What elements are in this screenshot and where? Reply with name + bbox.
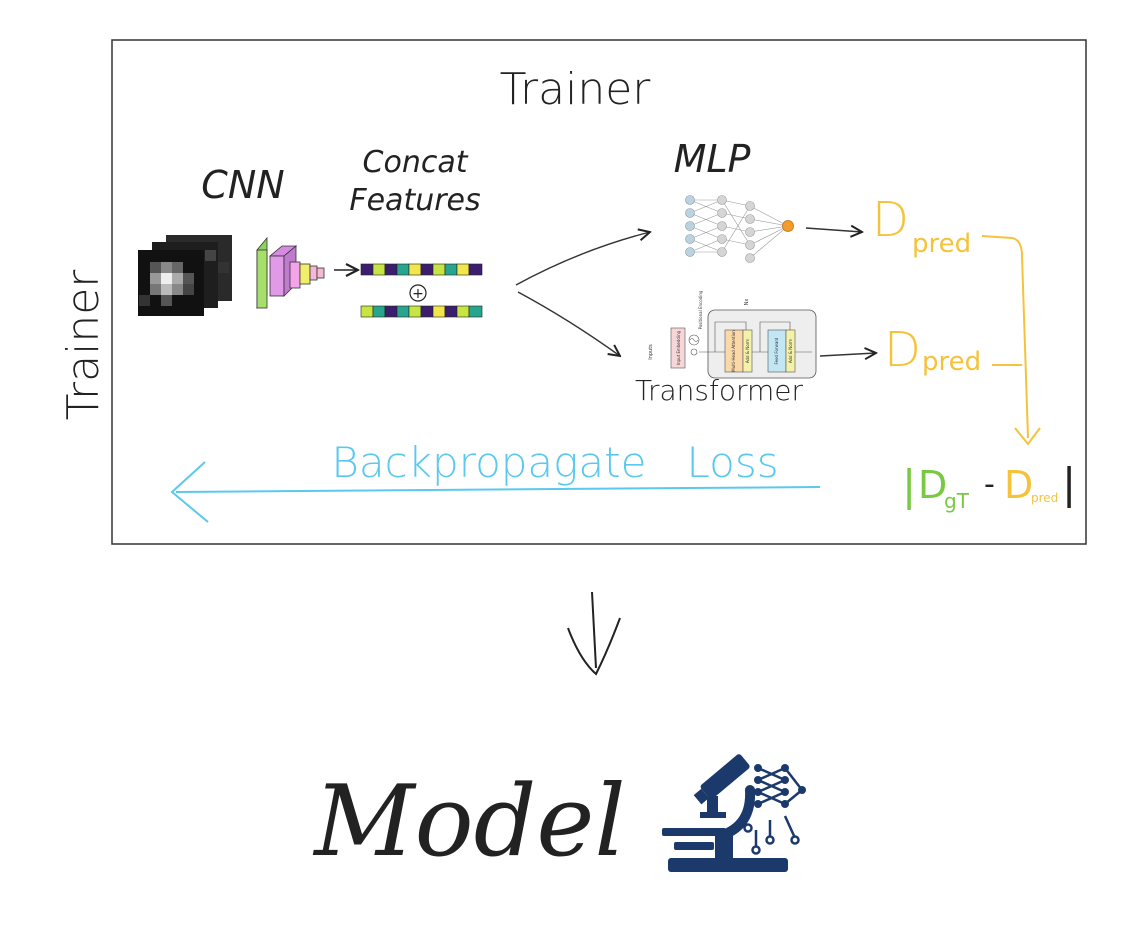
trainer-side-label: Trainer <box>58 269 109 421</box>
transformer-embedding-label: Input Embedding <box>676 330 681 365</box>
transformer-feedforward-label: Feed Forward <box>774 337 779 364</box>
cnn-label: CNN <box>201 163 284 207</box>
arrow-transformer-to-dpred <box>819 353 876 356</box>
backprop-arrowhead <box>170 461 209 523</box>
loss-expression: | D gT - D pred | <box>902 459 1076 513</box>
feature-vector-top <box>360 263 483 276</box>
backprop-arrow <box>175 486 821 493</box>
connector-mlp-to-loss <box>981 235 1029 439</box>
concat-label-line1: Concat <box>363 145 469 180</box>
arrow-to-transformer <box>517 291 620 356</box>
mlp-network-icon <box>685 195 794 263</box>
loss-minus: - <box>984 467 995 502</box>
transformer-label: Transformer <box>635 374 804 407</box>
loss-bar-left: | <box>902 461 916 510</box>
connector-arrowhead <box>1014 427 1041 446</box>
transformer-positional-label: Positional Encoding <box>698 290 703 329</box>
dpred-mlp-sub: pred <box>912 229 971 259</box>
trainer-title: Trainer <box>500 64 652 115</box>
down-arrow <box>567 591 621 676</box>
microscopy-image <box>138 235 232 316</box>
arrow-to-mlp <box>515 232 650 286</box>
transformer-inputs-label: Inputs <box>648 344 654 360</box>
dpred-mlp-main: D <box>872 192 909 248</box>
transformer-addnorm-label-1: Add & Norm <box>745 339 750 363</box>
loss-gt-sub: gT <box>944 489 970 513</box>
loss-bar-right: | <box>1062 459 1076 508</box>
dpred-mlp: D pred <box>872 192 971 259</box>
loss-d-gt: D <box>918 463 947 507</box>
transformer-addnorm-label-2: Add & Norm <box>788 339 793 363</box>
dpred-transformer: D pred <box>884 322 981 378</box>
transformer-nx-label: Nx <box>744 299 750 306</box>
dpred-transformer-main: D <box>884 322 921 378</box>
arrow-mlp-to-dpred <box>805 228 862 232</box>
concat-plus-circle <box>409 284 427 302</box>
loss-pred-sub: pred <box>1031 491 1058 505</box>
trainer-box <box>111 39 1087 545</box>
concat-plus-symbol: + <box>412 286 424 302</box>
dpred-transformer-sub: pred <box>922 347 981 377</box>
loss-d-pred: D <box>1004 463 1033 507</box>
backprop-label: Backpropagate Loss <box>331 438 778 487</box>
microscope-ai-logo-icon <box>662 754 806 872</box>
cnn-block-icon <box>256 236 358 310</box>
concat-label-line2: Features <box>349 183 480 218</box>
mlp-label: MLP <box>674 137 751 181</box>
feature-vector-bottom <box>360 305 483 318</box>
model-label: Model <box>312 765 625 879</box>
transformer-attention-label: Multi-Head Attention <box>731 330 736 372</box>
transformer-block-icon: Inputs Input Embedding Positional Encodi… <box>648 290 817 379</box>
